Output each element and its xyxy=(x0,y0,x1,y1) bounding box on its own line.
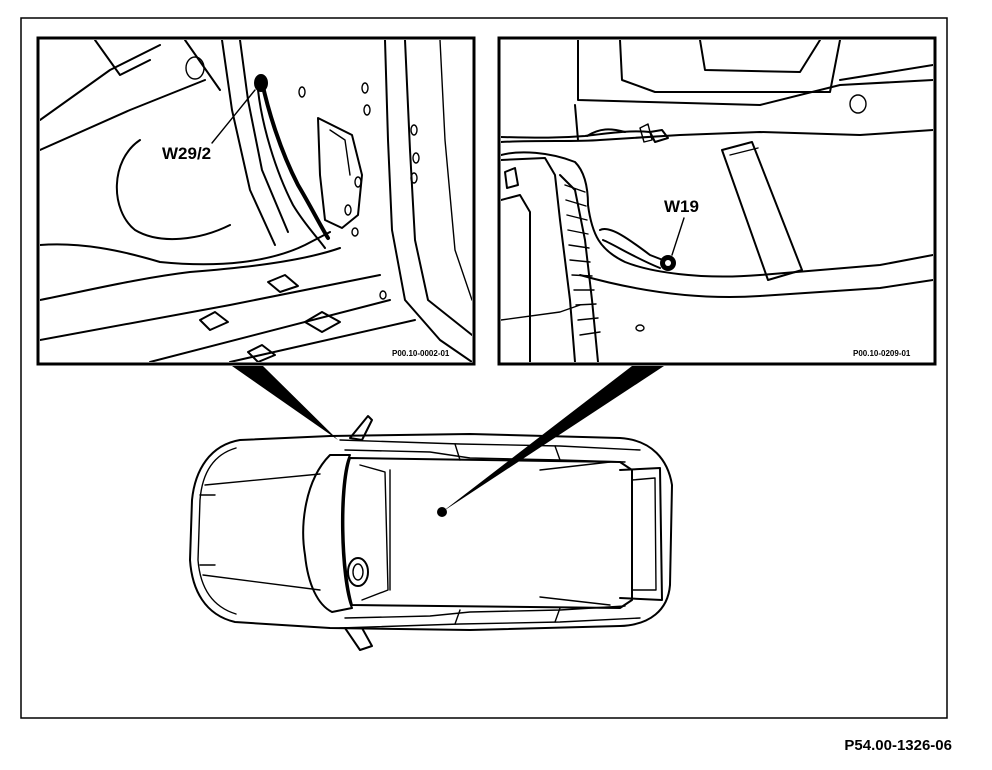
mirror-right xyxy=(344,627,373,651)
vehicle-top-view xyxy=(189,415,673,651)
left-panel-drawing xyxy=(40,40,472,362)
right-detail-panel: W19 P00.10-0209-01 xyxy=(497,36,937,366)
w19-harness xyxy=(501,130,651,139)
left-panel-code: P00.10-0002-01 xyxy=(392,349,450,358)
left-detail-panel: W29/2 P00.10-0002-01 xyxy=(36,36,476,366)
right-panel-drawing xyxy=(501,40,933,362)
diagram-frame xyxy=(20,17,948,719)
leader-wedges xyxy=(232,366,664,517)
w19-label: W19 xyxy=(664,197,699,216)
w292-label: W29/2 xyxy=(162,144,211,163)
leader-wedge-right xyxy=(442,366,664,512)
mirror-left xyxy=(349,415,373,441)
w292-connector xyxy=(254,74,268,92)
right-panel-frame xyxy=(497,36,937,366)
figure-code: P54.00-1326-06 xyxy=(844,737,952,754)
roof xyxy=(342,457,633,609)
right-panel-code: P00.10-0209-01 xyxy=(853,349,911,358)
w292-harness xyxy=(260,80,330,240)
windshield xyxy=(302,454,353,613)
w19-location-dot xyxy=(437,507,447,517)
leader-wedge-left xyxy=(232,366,338,440)
vehicle-body-outline xyxy=(189,433,673,631)
